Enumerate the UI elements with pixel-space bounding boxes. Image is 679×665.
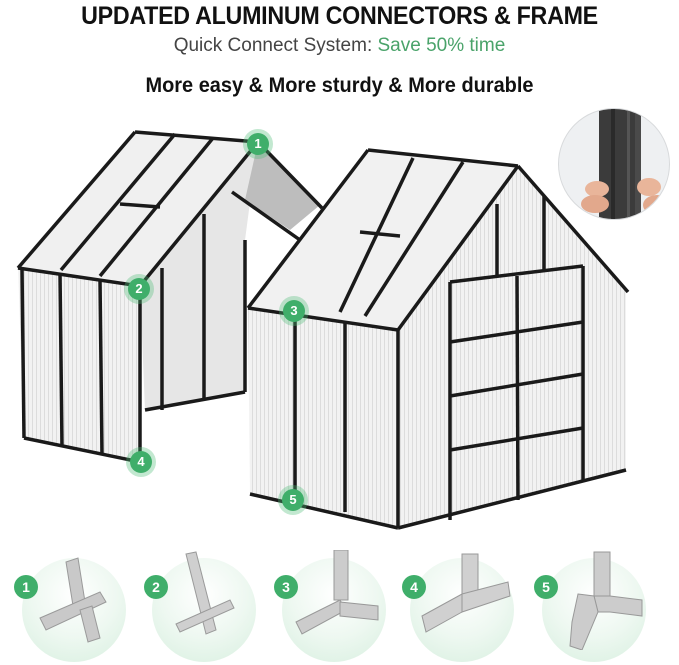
angled-cross-connector-icon [175,551,235,635]
callout-badge-5: 5 [282,489,304,511]
connectors-row: 1 2 3 4 [0,550,679,665]
right-greenhouse [246,148,630,530]
angled-t-connector-icon [295,550,379,635]
profile-detail-inset [558,108,670,220]
callout-badge-4: 4 [130,451,152,473]
connector-item-3: 3 [274,550,386,662]
connector-item-1: 1 [14,550,126,662]
callout-badge-1: 1 [247,133,269,155]
subtitle-prefix: Quick Connect System: [173,35,378,56]
callout-badge-2: 2 [128,278,150,300]
subtitle-accent: Save 50% time [377,35,506,56]
cross-connector-icon [39,557,107,643]
connector-number-badge: 3 [274,575,298,599]
aluminum-profile-hand-image [581,109,669,219]
connector-number-badge: 1 [14,575,38,599]
tagline: More easy & More sturdy & More durable [145,74,534,97]
greenhouse-frame-drawing [16,130,630,530]
connector-item-2: 2 [144,550,256,662]
subtitle: Quick Connect System: Save 50% time [0,35,679,57]
connector-item-5: 5 [534,550,646,662]
connector-number-badge: 2 [144,575,168,599]
left-greenhouse [16,130,324,464]
greenhouse-illustration [0,110,679,540]
callout-badge-3: 3 [283,300,305,322]
three-way-connector-icon [569,551,643,650]
connector-number-badge: 5 [534,575,558,599]
connector-number-badge: 4 [402,575,426,599]
t-connector-icon [421,553,511,633]
connector-item-4: 4 [402,550,514,662]
page-title: UPDATED ALUMINUM CONNECTORS & FRAME [81,2,598,30]
